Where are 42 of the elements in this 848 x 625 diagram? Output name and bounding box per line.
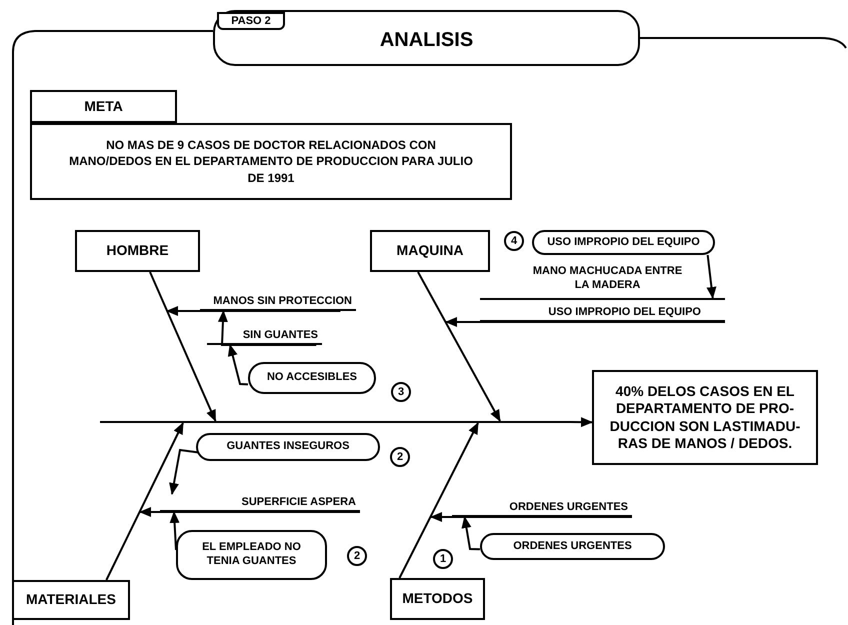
cause-label: MANO MACHUCADA ENTRE LA MADERA — [525, 261, 690, 297]
cause-pill: USO IMPROPIO DEL EQUIPO — [532, 230, 715, 255]
arrow — [139, 507, 360, 517]
category-box: MATERIALES — [12, 580, 130, 620]
arrow — [398, 422, 479, 578]
cause-pill: ORDENES URGENTES — [480, 533, 665, 560]
goal-box: NO MAS DE 9 CASOS DE DOCTOR RELACIONADOS CON MANO/DEDOS EN EL DEPARTAMENTO DE PRODUCCION PARA JULIO DE 1991 — [30, 123, 512, 200]
step-tab: PASO 2 — [217, 12, 285, 30]
arrow — [462, 516, 480, 550]
cause-label: ORDENES URGENTES — [452, 498, 632, 517]
title-banner — [213, 10, 640, 66]
arrow — [218, 310, 316, 346]
effect-box: 40% DELOS CASOS EN EL DEPARTAMENTO DE PRO- DUCCION SON LASTIMADU- RAS DE MANOS / DEDOS. — [592, 370, 818, 465]
cause-label: SUPERFICIE ASPERA — [160, 494, 360, 512]
arrow — [170, 511, 180, 550]
step-number: 3 — [391, 382, 411, 402]
category-box: MAQUINA — [370, 230, 490, 272]
arrow — [570, 417, 593, 428]
step-number: 2 — [390, 447, 410, 467]
arrow — [228, 344, 248, 386]
title-text: ANALISIS — [380, 28, 474, 53]
arrow — [149, 272, 216, 422]
step-number: 1 — [433, 549, 453, 569]
cause-label: SIN GUANTES — [207, 327, 322, 345]
spine-line — [100, 421, 570, 423]
arrow — [417, 272, 501, 422]
arrow — [445, 317, 725, 327]
cause-label: USO IMPROPIO DEL EQUIPO — [480, 298, 725, 322]
arrow — [430, 512, 632, 522]
cause-pill: EL EMPLEADO NO TENIA GUANTES — [176, 530, 327, 580]
cause-label: MANOS SIN PROTECCION — [200, 286, 356, 311]
step-number: 2 — [347, 546, 367, 566]
arrow — [706, 254, 716, 299]
category-box: METODOS — [390, 578, 485, 620]
cause-pill: GUANTES INSEGUROS — [196, 433, 380, 461]
arrow — [106, 422, 184, 580]
cause-pill: NO ACCESIBLES — [248, 362, 376, 394]
step-number: 4 — [504, 231, 524, 251]
category-box: HOMBRE — [75, 230, 200, 272]
category-box: META — [30, 90, 177, 123]
arrow — [166, 306, 340, 316]
arrow — [169, 448, 200, 495]
